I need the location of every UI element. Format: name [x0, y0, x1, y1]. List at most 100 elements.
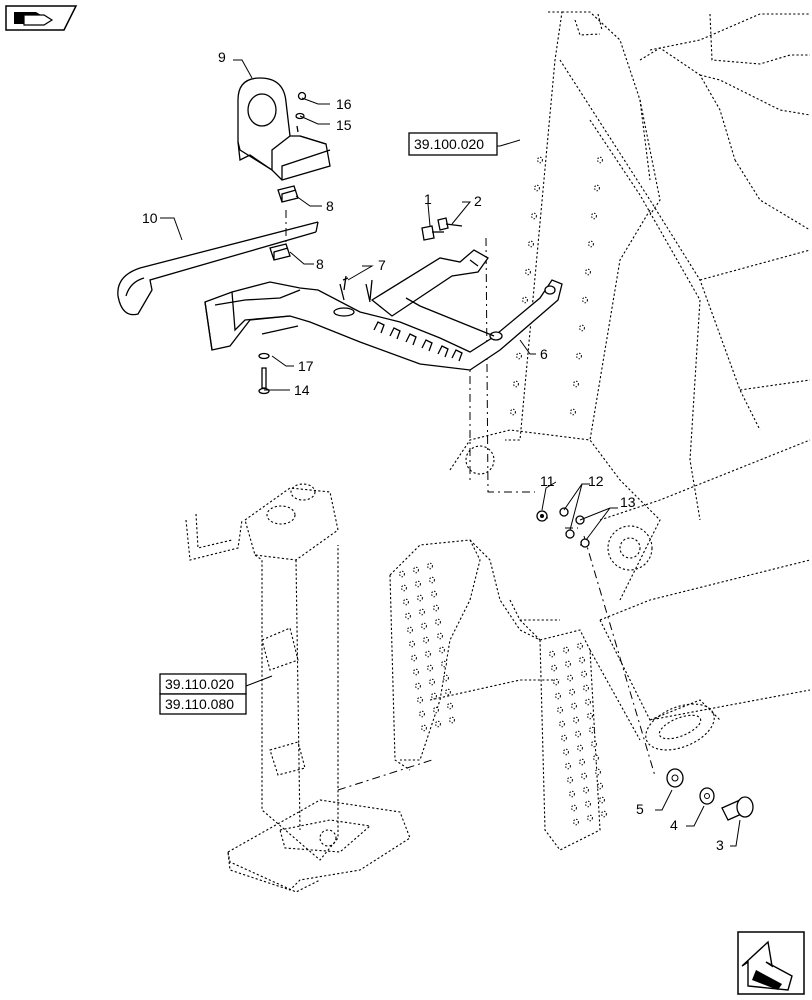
hole	[528, 240, 534, 248]
reference-label: 39.100.020	[414, 136, 484, 152]
hole	[579, 758, 585, 766]
hole	[571, 702, 577, 710]
hole	[563, 748, 569, 756]
hole	[599, 796, 605, 804]
hole	[579, 324, 585, 332]
part-17-washer[interactable]	[258, 352, 270, 360]
hole	[587, 712, 593, 720]
hole	[585, 800, 591, 808]
hole	[597, 156, 603, 164]
hole	[587, 814, 593, 822]
right-plate-holes	[549, 642, 607, 826]
hole	[421, 724, 427, 732]
reference-box-39-110-080[interactable]: 39.110.080	[159, 693, 247, 715]
hole	[583, 786, 589, 794]
reference-label: 39.110.020	[165, 676, 234, 692]
part-7-pin[interactable]	[342, 275, 349, 291]
hole	[433, 706, 439, 714]
hole	[575, 730, 581, 738]
callout-1: 1	[424, 191, 432, 207]
part-8-clamp-upper[interactable]	[277, 185, 299, 203]
hole	[415, 682, 421, 690]
part-1-bolt[interactable]	[421, 225, 444, 241]
callout-5: 5	[636, 801, 644, 817]
callout-17: 17	[298, 358, 314, 374]
hole	[405, 612, 411, 620]
part-4-washer[interactable]	[699, 787, 715, 805]
left-plate-holes	[399, 562, 455, 732]
hole	[431, 590, 437, 598]
leader-lines	[160, 59, 741, 847]
hole	[601, 810, 607, 818]
part-9-bracket[interactable]	[237, 77, 331, 181]
hole	[510, 408, 516, 416]
callout-6: 6	[540, 346, 548, 362]
hole	[399, 570, 405, 578]
callout-4: 4	[670, 817, 678, 833]
hole	[415, 580, 421, 588]
hole	[531, 212, 537, 220]
callout-16: 16	[336, 96, 352, 112]
hole	[427, 664, 433, 672]
hole	[411, 654, 417, 662]
hole	[589, 726, 595, 734]
hole	[437, 632, 443, 640]
callout-15: 15	[336, 117, 352, 133]
hole	[549, 650, 555, 658]
hole	[594, 184, 600, 192]
hole	[577, 642, 583, 650]
hole	[525, 268, 531, 276]
callout-9: 9	[218, 49, 226, 65]
reference-box-39-110-020[interactable]: 39.110.020	[159, 673, 247, 695]
hole	[401, 584, 407, 592]
part-5-washer[interactable]	[666, 768, 684, 788]
reference-box-39-100-020[interactable]: 39.100.020	[408, 132, 498, 156]
hole	[537, 156, 543, 164]
hole	[565, 660, 571, 668]
hole	[449, 716, 455, 724]
part-3-bolt[interactable]	[721, 796, 754, 821]
hole	[567, 776, 573, 784]
hole	[429, 678, 435, 686]
navigate-arrow-icon[interactable]	[737, 931, 805, 995]
hole	[563, 646, 569, 654]
hole	[516, 352, 522, 360]
hole	[581, 772, 587, 780]
hole	[597, 782, 603, 790]
hole	[579, 656, 585, 664]
callout-10: 10	[142, 210, 158, 226]
hole	[439, 646, 445, 654]
hole	[557, 706, 563, 714]
hole	[421, 622, 427, 630]
hole	[591, 212, 597, 220]
pallet-fork-icon[interactable]	[5, 5, 78, 31]
hole	[407, 626, 413, 634]
hole	[435, 720, 441, 728]
hole	[573, 380, 579, 388]
hole	[433, 604, 439, 612]
part-8-clamp-lower[interactable]	[269, 243, 291, 261]
background-frame	[389, 11, 811, 851]
hole	[559, 720, 565, 728]
hole	[569, 790, 575, 798]
hole	[427, 562, 433, 570]
callouts: 9 16 15 8 10 8 1 2 7 6 17 14 11 12 13 5 …	[142, 49, 724, 853]
part-11-washer[interactable]	[536, 510, 548, 522]
part-2-bolt[interactable]	[437, 217, 463, 231]
hole	[419, 608, 425, 616]
hole	[429, 576, 435, 584]
hole	[431, 692, 437, 700]
hole	[582, 296, 588, 304]
hole	[447, 702, 453, 710]
part-10-rod[interactable]	[117, 221, 319, 316]
jack-stand	[185, 483, 433, 893]
part-16-bolt[interactable]	[297, 91, 307, 101]
callout-12: 12	[588, 473, 604, 489]
hole	[588, 240, 594, 248]
hole	[561, 734, 567, 742]
part-13-nut[interactable]	[575, 515, 590, 548]
hole	[445, 688, 451, 696]
hole	[569, 688, 575, 696]
part-6-pedal-arm[interactable]	[204, 249, 563, 371]
hole	[571, 804, 577, 812]
